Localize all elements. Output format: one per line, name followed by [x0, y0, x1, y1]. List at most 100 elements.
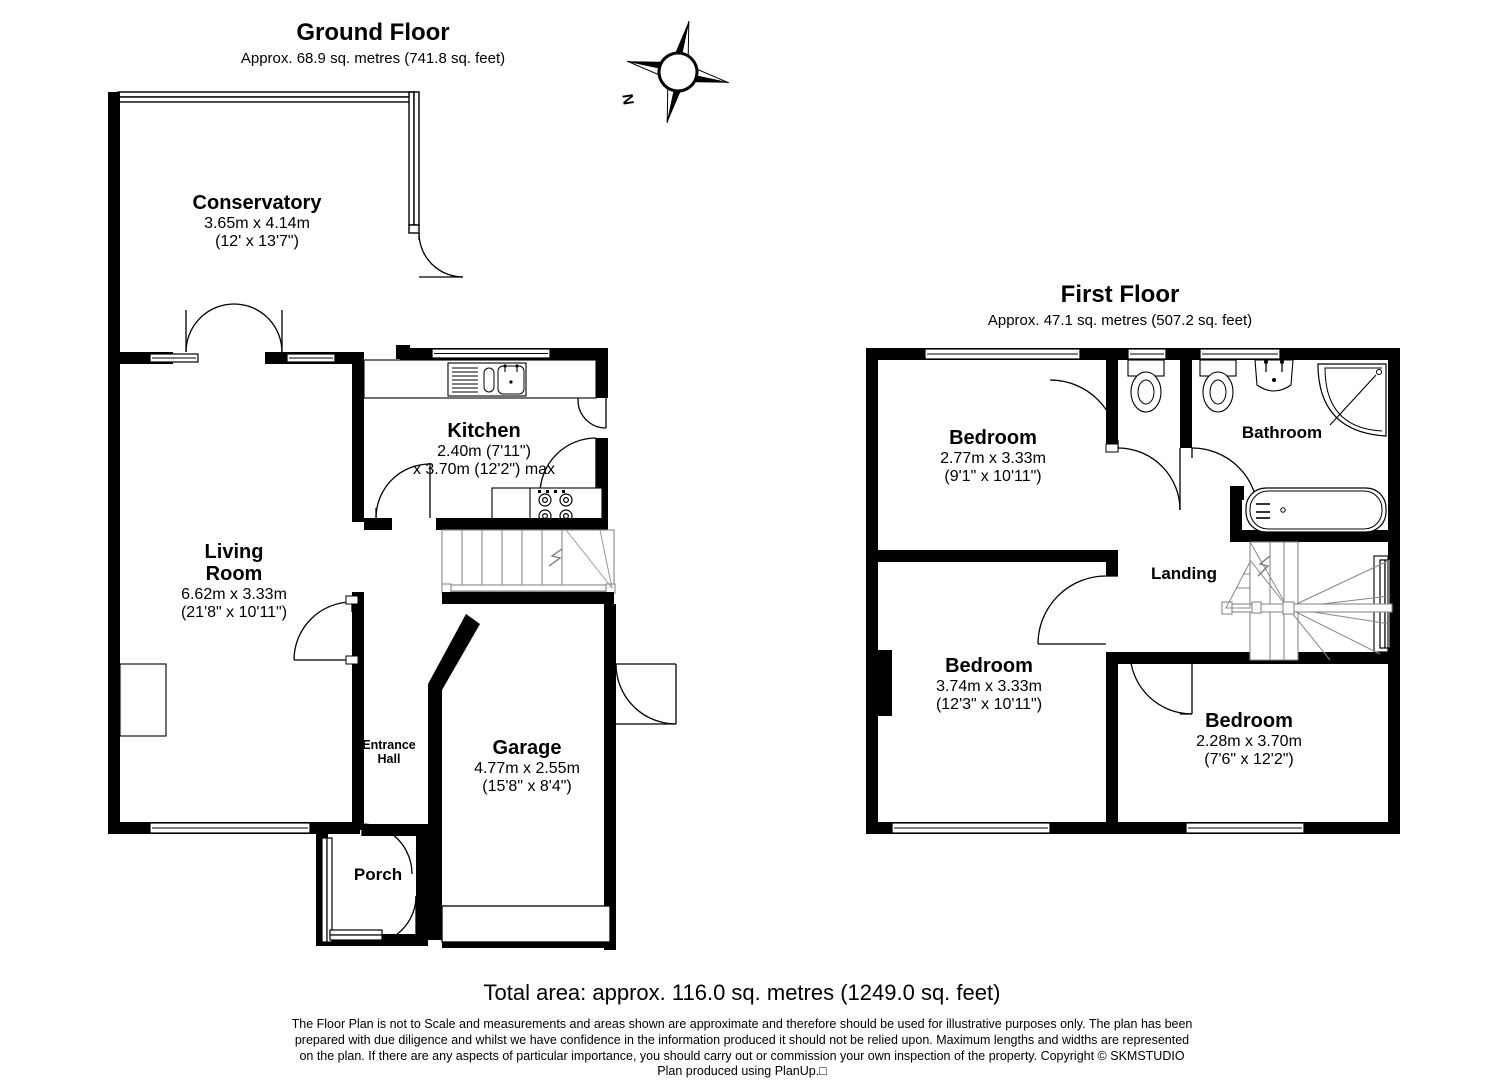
compass-rose-icon: N [620, 21, 730, 123]
wall-ff-right [1388, 348, 1400, 834]
wall-hall-right [416, 824, 428, 946]
door-garage-side [615, 663, 677, 725]
first-floor-area: Approx. 47.1 sq. metres (507.2 sq. feet) [988, 312, 1252, 329]
bedroom1-imperial: (9'1" x 10'11") [944, 468, 1041, 485]
ground-floor-title: Ground Floor [296, 19, 449, 46]
entrance-hall-name-2: Hall [378, 752, 401, 766]
wall-ff-bath-corner [1230, 486, 1244, 500]
label-landing: Landing [1151, 564, 1217, 583]
bedroom2-imperial: (12'3" x 10'11") [936, 696, 1042, 713]
window-bedroom1-top [924, 348, 1081, 360]
living-room-name-2: Room [206, 563, 263, 585]
door-porch [367, 895, 417, 945]
bedroom3-imperial: (7'6" x 12'2") [1204, 751, 1294, 768]
bathroom-toilet-icon [1199, 359, 1237, 413]
bathroom-bath-icon [1245, 487, 1387, 533]
wall-garage-bottom [442, 938, 616, 948]
footer: Total area: approx. 116.0 sq. metres (12… [292, 980, 1193, 1078]
bathroom-name: Bathroom [1242, 423, 1322, 442]
window-bedroom3-bottom [1185, 822, 1305, 834]
label-bedroom-2: Bedroom 3.74m x 3.33m (12'3" x 10'11") [936, 655, 1042, 713]
living-room-name-1: Living [205, 541, 264, 563]
ground-floor-header: Ground Floor Approx. 68.9 sq. metres (74… [241, 19, 505, 67]
wall-left-exterior [108, 92, 120, 834]
door-kitchen-hall [375, 463, 431, 519]
window-living-front [149, 822, 311, 834]
label-entrance-hall: Entrance Hall [362, 738, 416, 766]
window-conservatory-left [149, 353, 199, 363]
door-entrance-hall [361, 823, 413, 875]
wall-hall-bottom [362, 824, 428, 836]
wall-ff-landing-left-c [1106, 652, 1118, 834]
entrance-hall-name-1: Entrance [362, 738, 416, 752]
bedroom2-metric: 3.74m x 3.33m [936, 678, 1042, 695]
door-bedroom3 [1129, 651, 1193, 715]
total-area-text: Total area: approx. 116.0 sq. metres (12… [484, 980, 1001, 1005]
wall-kitchen-bottom-a [364, 518, 392, 530]
label-kitchen: Kitchen 2.40m (7'11") x 3.70m (12'2") ma… [413, 420, 555, 478]
door-conservatory-french [185, 303, 283, 353]
staircase-ground [441, 529, 616, 594]
first-floor-title: First Floor [1061, 281, 1180, 308]
wc-toilet-icon [1127, 359, 1165, 413]
wall-garage-right [604, 604, 616, 950]
kitchen-imperial: x 3.70m (12'2") max [413, 461, 555, 478]
disclaimer-line-3: on the plan. If there are any aspects of… [299, 1049, 1184, 1063]
wall-ff-bath-bottom [1230, 530, 1390, 542]
wall-kitchen-corner [396, 345, 410, 359]
bedroom3-metric: 2.28m x 3.70m [1196, 733, 1302, 750]
door-living-hall [293, 595, 359, 665]
porch-glazing [321, 837, 383, 943]
porch-name: Porch [354, 865, 402, 884]
wall-kitchen-right-a [596, 348, 608, 398]
kitchen-metric: 2.40m (7'11") [437, 443, 531, 460]
wall-ff-bed1-bed2 [866, 550, 1116, 562]
wall-ff-left-nib [878, 650, 892, 716]
conservatory-imperial: (12' x 13'7") [215, 233, 299, 250]
bedroom1-name: Bedroom [949, 427, 1037, 449]
compass-north-label: N [620, 93, 638, 106]
window-conservatory-right [286, 353, 336, 363]
bathroom-shower-icon [1317, 363, 1387, 437]
bedroom3-name: Bedroom [1205, 710, 1293, 732]
first-floor-header: First Floor Approx. 47.1 sq. metres (507… [988, 281, 1252, 329]
first-floor-plan: Bedroom 2.77m x 3.33m (9'1" x 10'11") Be… [866, 348, 1400, 834]
living-room-fireplace [119, 663, 167, 737]
window-bedroom2-bottom [891, 822, 1051, 834]
bedroom2-name: Bedroom [945, 655, 1033, 677]
wall-stairs-bottom [442, 592, 614, 604]
label-conservatory: Conservatory 3.65m x 4.14m (12' x 13'7") [193, 192, 323, 250]
garage-metric: 4.77m x 2.55m [474, 760, 580, 777]
label-bathroom: Bathroom [1242, 423, 1322, 442]
producer-line: Plan produced using PlanUp.□ [657, 1064, 827, 1078]
bathroom-basin-icon [1254, 359, 1294, 392]
garage-imperial: (15'8" x 8'4") [482, 778, 572, 795]
garage-name: Garage [493, 737, 562, 759]
window-kitchen [431, 348, 551, 359]
conservatory-name: Conservatory [193, 192, 323, 214]
disclaimer-line-1: The Floor Plan is not to Scale and measu… [292, 1017, 1193, 1031]
label-bedroom-3: Bedroom 2.28m x 3.70m (7'6" x 12'2") [1196, 710, 1302, 768]
kitchen-worktop-top [363, 359, 597, 399]
wall-kitchen-bottom-b [436, 518, 608, 530]
bedroom1-metric: 2.77m x 3.33m [940, 450, 1046, 467]
window-wc-top [1127, 348, 1167, 360]
label-garage: Garage 4.77m x 2.55m (15'8" x 8'4") [474, 737, 580, 795]
wall-ff-wc-bathroom [1180, 360, 1192, 448]
door-wc [1117, 447, 1181, 511]
ground-floor-area: Approx. 68.9 sq. metres (741.8 sq. feet) [241, 50, 505, 67]
wall-ff-left [866, 348, 878, 834]
wall-garage-left [428, 614, 480, 940]
living-room-imperial: (21'8" x 10'11") [181, 604, 287, 621]
landing-name: Landing [1151, 564, 1217, 583]
conservatory-metric: 3.65m x 4.14m [204, 215, 310, 232]
kitchen-name: Kitchen [447, 420, 520, 442]
disclaimer-line-2: prepared with due diligence and whilst w… [295, 1033, 1189, 1047]
door-bedroom2 [1037, 575, 1118, 645]
window-bathroom-top [1199, 348, 1281, 360]
living-room-metric: 6.62m x 3.33m [181, 586, 287, 603]
staircase-first-floor [1221, 541, 1393, 661]
wall-living-right [352, 630, 364, 830]
